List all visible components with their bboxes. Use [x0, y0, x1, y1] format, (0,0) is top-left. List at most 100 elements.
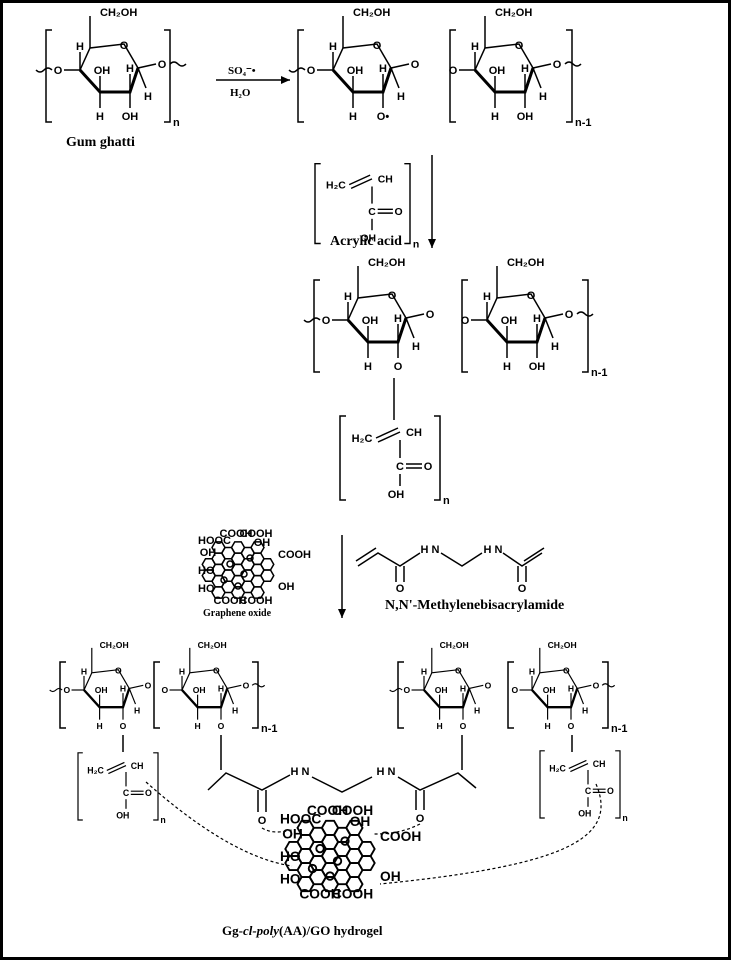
glycosidic-oxygen: O [485, 680, 492, 690]
c-atom: C [123, 788, 130, 798]
bond [468, 688, 477, 705]
repeat-subscript: n [622, 813, 627, 823]
c2-substituent: O [120, 721, 127, 731]
carbonyl-oxygen: O [258, 815, 267, 827]
carbonyl-oxygen: O [145, 788, 152, 798]
h-atom: H [474, 705, 480, 715]
oh-group: OH [193, 685, 206, 695]
hexagon [357, 840, 376, 857]
glycosidic-oxygen: O [461, 315, 470, 327]
epoxide-ring [220, 576, 228, 584]
go-group: OH [350, 814, 371, 829]
ring-oxygen: O [563, 666, 570, 676]
ring-oxygen: O [213, 666, 220, 676]
wavy-bond [576, 311, 594, 317]
h-atom: H [397, 91, 405, 103]
bracket-left [45, 29, 52, 123]
h-atom: H [96, 721, 102, 731]
go-group: COOH [332, 803, 373, 818]
glycosidic-oxygen: O [54, 65, 63, 77]
hexagon [259, 569, 275, 583]
oh-group: OH [435, 685, 448, 695]
epoxide-ring [340, 836, 350, 846]
gum-ghatti-structure: n [45, 29, 180, 129]
go-group: COOH [278, 549, 311, 561]
bracket-left [507, 661, 514, 729]
ring-front [331, 67, 393, 94]
double-bond [568, 759, 589, 773]
bracket-left [77, 752, 83, 821]
h-bond-1 [145, 781, 293, 867]
go-group: COOH [380, 829, 421, 844]
carbonyl [257, 790, 267, 812]
go-group: HO [198, 583, 215, 595]
wavy-bond [601, 683, 616, 688]
oh-group: OH [347, 65, 364, 77]
glycosidic-oxygen: O [553, 59, 562, 71]
repeat-subscript: n-1 [591, 367, 608, 379]
h-atom: H [436, 721, 442, 731]
arrow-step3 [338, 535, 346, 618]
double-bond [348, 174, 373, 190]
ring-back [83, 669, 130, 691]
grafted-intermediate: n-1 [313, 279, 608, 420]
bracket-left [449, 29, 456, 123]
glycosidic-oxygen: O [426, 309, 435, 321]
h-atom: H [126, 63, 134, 75]
carbonyl-bond [377, 208, 393, 214]
h2c-group: H₂C [549, 764, 566, 774]
product-label-cl: cl-poly [243, 923, 279, 938]
go-group: COOH [332, 887, 373, 902]
h-atom: H [329, 41, 337, 53]
bracket-right [164, 29, 171, 123]
carbonyl-oxygen: O [518, 583, 527, 595]
h-atom: H [544, 721, 550, 731]
h-atom: H [144, 91, 152, 103]
wavy-bond [49, 687, 63, 693]
glycosidic-oxygen: O [158, 59, 167, 71]
go-group: OH [278, 581, 295, 593]
bracket-right [615, 750, 621, 819]
carbonyl-oxygen: O [396, 583, 405, 595]
carbonyl [415, 790, 425, 810]
bond [226, 688, 235, 705]
bracket-left [461, 279, 468, 373]
vinyl-double [355, 547, 377, 562]
h-atom: H [344, 291, 352, 303]
gum-ghatti-label: Gum ghatti [66, 135, 135, 150]
h-atom: H [529, 666, 535, 676]
ring-back [181, 669, 228, 691]
ch2oh-group: CH₂OH [353, 7, 390, 19]
ring-back [332, 43, 392, 71]
bracket-right [566, 29, 573, 123]
bond [137, 67, 147, 89]
mba-crosslink-right [397, 772, 477, 791]
arrow-head [428, 239, 436, 248]
glycosidic-oxygen: O [307, 65, 316, 77]
ch2oh-group: CH₂OH [507, 257, 544, 269]
bracket-left [153, 661, 160, 729]
c2-substituent: O [218, 721, 225, 731]
go-group: OH [200, 547, 217, 559]
h-atom: H [503, 361, 511, 373]
mba-crosslink-left [207, 772, 291, 791]
wavy-bond [288, 67, 306, 73]
h-atom: H [421, 666, 427, 676]
h-atom: H [81, 666, 87, 676]
oh-group: OH [578, 808, 591, 818]
ch2oh-group: CH₂OH [368, 257, 405, 269]
glycosidic-oxygen: O [403, 685, 410, 695]
bond [390, 67, 400, 89]
ring-front [78, 67, 140, 94]
bracket-right [582, 279, 589, 373]
glycosidic-oxygen: O [449, 65, 458, 77]
ch2oh-group: CH₂OH [198, 640, 227, 650]
ring-back [347, 293, 407, 321]
bond [129, 684, 144, 690]
go-group: HOOC [280, 812, 321, 827]
bond [576, 688, 585, 705]
